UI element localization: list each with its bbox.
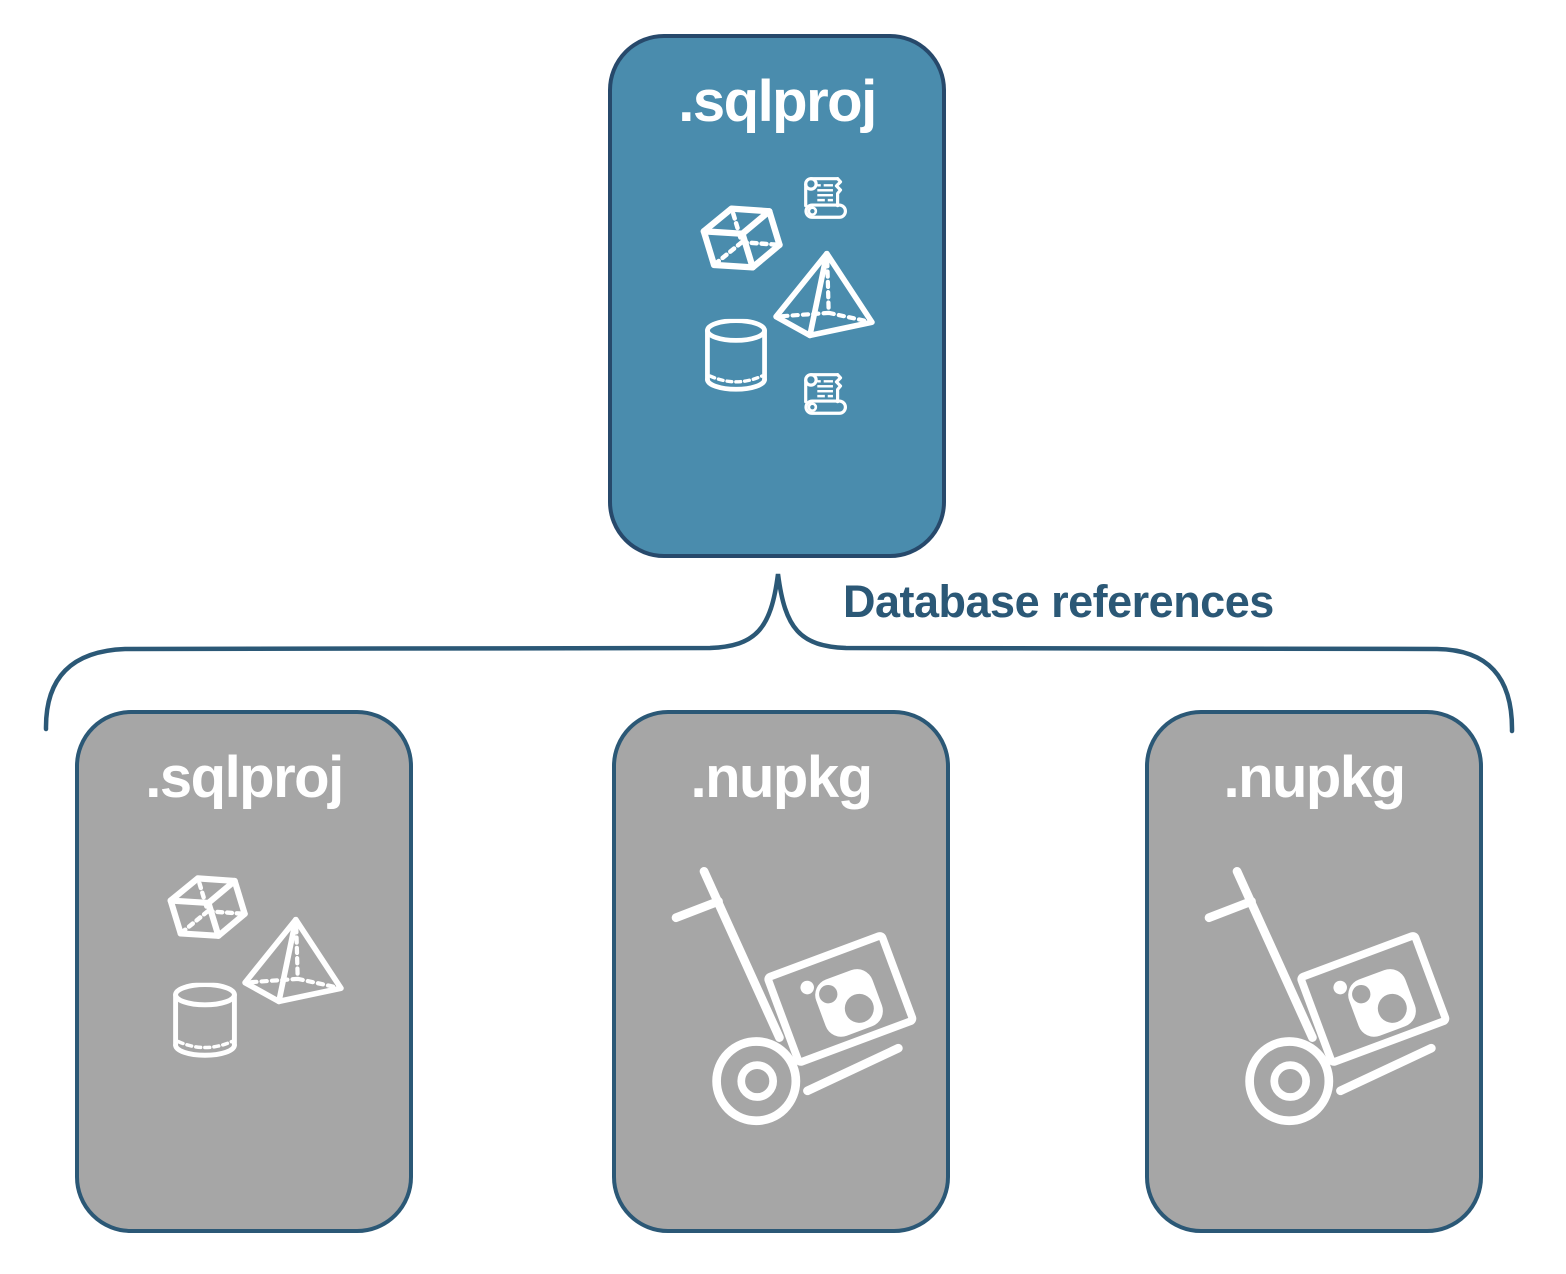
pyramid-icon bbox=[241, 914, 345, 1008]
cube-icon bbox=[164, 868, 252, 956]
node-nupkg-reference-2: .nupkg bbox=[1145, 710, 1483, 1233]
script-scroll-icon bbox=[797, 368, 855, 426]
reference-node-title: .nupkg bbox=[1223, 745, 1406, 810]
nuget-hand-truck-icon bbox=[1199, 852, 1451, 1142]
script-scroll-icon bbox=[797, 172, 855, 230]
cylinder-icon bbox=[702, 318, 770, 396]
node-nupkg-reference-1: .nupkg bbox=[612, 710, 950, 1233]
connector-label: Database references bbox=[843, 576, 1274, 627]
cylinder-icon bbox=[170, 982, 240, 1062]
node-sqlproj-reference: .sqlproj bbox=[75, 710, 413, 1233]
node-sqlproj-root: .sqlproj bbox=[608, 34, 946, 558]
pyramid-icon bbox=[772, 248, 876, 342]
reference-node-title: .sqlproj bbox=[145, 745, 344, 810]
nuget-hand-truck-icon bbox=[666, 852, 918, 1142]
reference-node-title: .nupkg bbox=[690, 745, 873, 810]
root-node-title: .sqlproj bbox=[678, 69, 877, 134]
